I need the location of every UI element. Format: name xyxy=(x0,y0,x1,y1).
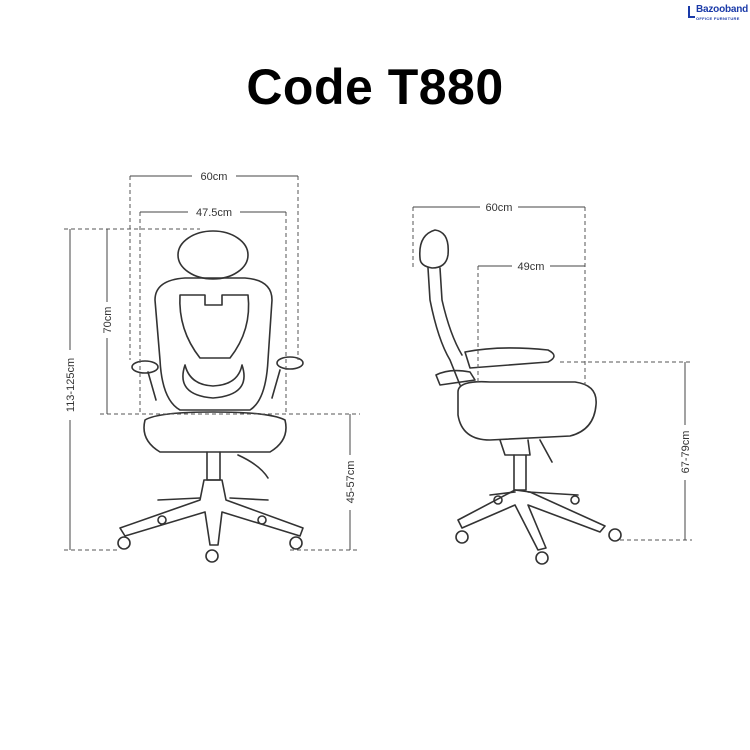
side-view-chair-drawing xyxy=(418,229,622,565)
front-total-height-label: 113-125cm xyxy=(65,358,77,412)
front-seat-height-label: 45-57cm xyxy=(345,461,357,504)
brand-logo: Bazooband OFFICE FURNITURE xyxy=(688,4,748,26)
front-seat-width-label: 47.5cm xyxy=(196,207,232,219)
logo-chair-icon xyxy=(688,6,695,18)
logo-name: Bazooband xyxy=(696,4,749,15)
front-back-height-label: 70cm xyxy=(102,307,114,334)
logo-tagline: OFFICE FURNITURE xyxy=(696,16,740,21)
front-view-chair-drawing xyxy=(117,230,304,563)
front-overall-width-label: 60cm xyxy=(201,171,228,183)
page-title: Code T880 xyxy=(246,59,504,115)
side-seat-depth-label: 49cm xyxy=(518,261,545,273)
side-armrest-height-label: 67-79cm xyxy=(680,431,692,474)
side-overall-depth-label: 60cm xyxy=(486,202,513,214)
